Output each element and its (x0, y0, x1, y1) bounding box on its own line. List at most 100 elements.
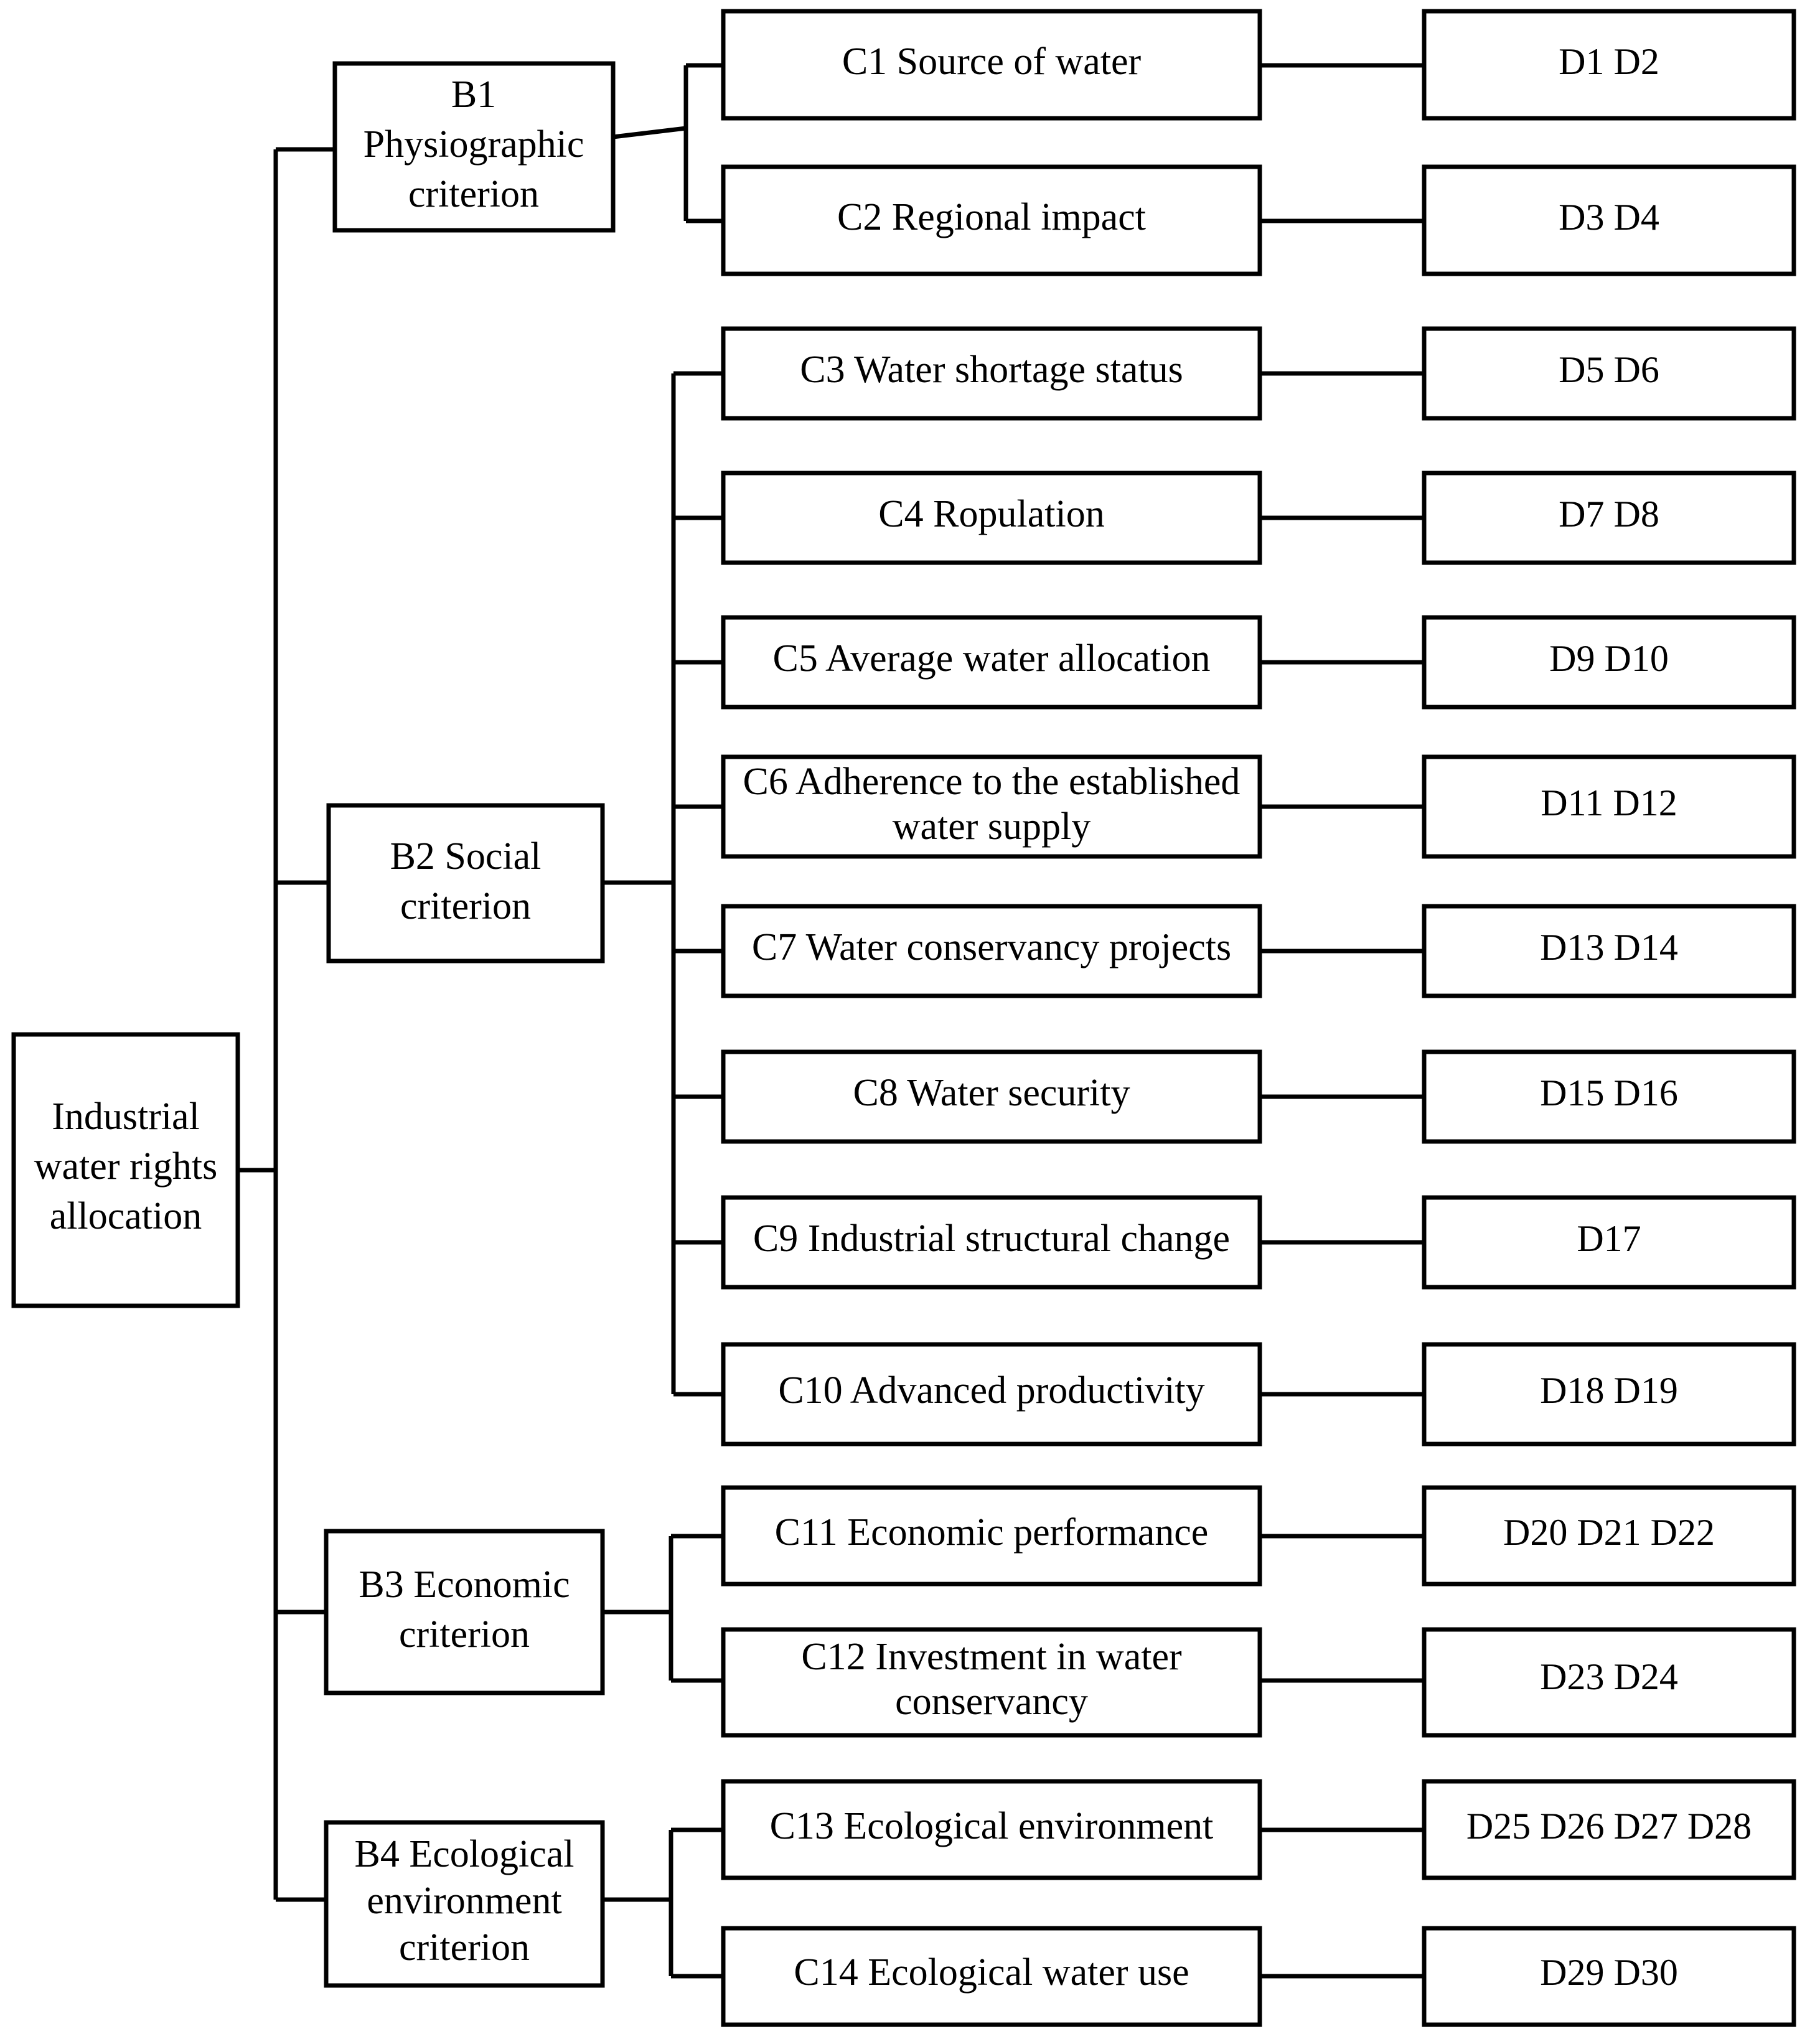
node-subcriterion-c9[interactable]: C9 Industrial structural change (721, 1195, 1262, 1290)
c9-label: C9 Industrial structural change (753, 1217, 1230, 1260)
d12-box (1422, 1627, 1796, 1738)
d1-box (1422, 9, 1796, 121)
d4-label: D7 D8 (1559, 494, 1659, 535)
b3-label-line1: B3 Economic (359, 1563, 570, 1606)
node-goal-root[interactable]: Industrial water rights allocation (11, 1032, 240, 1308)
connector-layer (238, 63, 1424, 1979)
node-indicator-d5[interactable]: D9 D10 (1422, 615, 1796, 710)
node-indicator-d3[interactable]: D5 D6 (1422, 326, 1796, 421)
c9-box (721, 1195, 1262, 1290)
d10-label: D18 D19 (1540, 1370, 1678, 1411)
node-indicator-d12[interactable]: D23 D24 (1422, 1627, 1796, 1738)
c12-label-line1: C12 Investment in water (801, 1636, 1182, 1678)
d7-box (1422, 904, 1796, 998)
d2-box (1422, 164, 1796, 276)
c5-box (721, 615, 1262, 710)
b4-box (324, 1820, 605, 1988)
node-subcriterion-c2[interactable]: C2 Regional impact (721, 164, 1262, 276)
node-subcriterion-c10[interactable]: C10 Advanced productivity (721, 1342, 1262, 1446)
c12-box (721, 1627, 1262, 1738)
d10-box (1422, 1342, 1796, 1446)
root-label-line1: Industrial (52, 1095, 200, 1138)
node-subcriterion-c8[interactable]: C8 Water security (721, 1049, 1262, 1144)
d9-box (1422, 1195, 1796, 1290)
node-indicator-d10[interactable]: D18 D19 (1422, 1342, 1796, 1446)
node-subcriterion-c7[interactable]: C7 Water conservancy projects (721, 904, 1262, 998)
c8-label: C8 Water security (853, 1072, 1130, 1114)
connector-b1-bus (612, 126, 687, 139)
d12-label: D23 D24 (1540, 1656, 1678, 1697)
c1-label: C1 Source of water (842, 40, 1142, 83)
c13-box (721, 1779, 1262, 1880)
b1-label-line2: Physiographic (364, 123, 584, 166)
node-criterion-b1[interactable]: B1 Physiographic criterion (332, 61, 616, 233)
node-subcriterion-c5[interactable]: C5 Average water allocation (721, 615, 1262, 710)
node-criterion-b2[interactable]: B2 Social criterion (326, 803, 605, 963)
d11-label: D20 D21 D22 (1503, 1512, 1715, 1553)
c7-label: C7 Water conservancy projects (752, 926, 1231, 968)
d11-box (1422, 1485, 1796, 1587)
root-box (11, 1032, 240, 1308)
b2-box (326, 803, 605, 963)
node-indicator-d2[interactable]: D3 D4 (1422, 164, 1796, 276)
d1-label: D1 D2 (1559, 41, 1659, 82)
node-subcriterion-c1[interactable]: C1 Source of water (721, 9, 1262, 121)
b4-label-line2: environment (367, 1880, 561, 1922)
c7-box (721, 904, 1262, 998)
b4-label-line3: criterion (399, 1926, 530, 1969)
d14-label: D29 D30 (1540, 1952, 1678, 1993)
d5-label: D9 D10 (1549, 638, 1669, 679)
node-indicator-d9[interactable]: D17 (1422, 1195, 1796, 1290)
b1-label-line3: criterion (408, 173, 539, 215)
node-subcriterion-c12[interactable]: C12 Investment in water conservancy (721, 1627, 1262, 1738)
c10-box (721, 1342, 1262, 1446)
node-indicator-d6[interactable]: D11 D12 (1422, 754, 1796, 859)
node-indicator-d8[interactable]: D15 D16 (1422, 1049, 1796, 1144)
c10-label: C10 Advanced productivity (778, 1369, 1204, 1412)
d8-label: D15 D16 (1540, 1072, 1678, 1113)
node-subcriterion-c3[interactable]: C3 Water shortage status (721, 326, 1262, 421)
c14-label: C14 Ecological water use (794, 1951, 1189, 1994)
c12-label-line2: conservancy (895, 1681, 1088, 1723)
node-criterion-b3[interactable]: B3 Economic criterion (324, 1529, 605, 1695)
d13-label: D25 D26 D27 D28 (1466, 1806, 1752, 1847)
d8-box (1422, 1049, 1796, 1144)
node-indicator-d14[interactable]: D29 D30 (1422, 1926, 1796, 2027)
c6-label-line1: C6 Adherence to the established (743, 761, 1241, 803)
b4-label-line1: B4 Ecological (355, 1833, 575, 1875)
node-subcriterion-c14[interactable]: C14 Ecological water use (721, 1926, 1262, 2027)
d3-box (1422, 326, 1796, 421)
c11-label: C11 Economic performance (775, 1511, 1209, 1554)
c11-box (721, 1485, 1262, 1587)
b3-box (324, 1529, 605, 1695)
node-criterion-b4[interactable]: B4 Ecological environment criterion (324, 1820, 605, 1988)
c4-label: C4 Ropulation (878, 493, 1104, 535)
c4-box (721, 471, 1262, 565)
d3-label: D5 D6 (1559, 349, 1659, 390)
c6-box (721, 754, 1262, 859)
node-subcriterion-c4[interactable]: C4 Ropulation (721, 471, 1262, 565)
b1-label-line1: B1 (451, 73, 496, 116)
node-indicator-d7[interactable]: D13 D14 (1422, 904, 1796, 998)
d5-box (1422, 615, 1796, 710)
b3-label-line2: criterion (399, 1613, 530, 1656)
node-subcriterion-c11[interactable]: C11 Economic performance (721, 1485, 1262, 1587)
node-subcriterion-c13[interactable]: C13 Ecological environment (721, 1779, 1262, 1880)
node-indicator-d11[interactable]: D20 D21 D22 (1422, 1485, 1796, 1587)
c2-box (721, 164, 1262, 276)
c8-box (721, 1049, 1262, 1144)
b1-box (332, 61, 616, 233)
node-indicator-d13[interactable]: D25 D26 D27 D28 (1422, 1779, 1796, 1880)
node-subcriterion-c6[interactable]: C6 Adherence to the established water su… (721, 754, 1262, 859)
d14-box (1422, 1926, 1796, 2027)
d6-box (1422, 754, 1796, 859)
root-label-line3: allocation (50, 1195, 202, 1237)
d7-label: D13 D14 (1540, 927, 1678, 968)
c1-box (721, 9, 1262, 121)
node-indicator-d4[interactable]: D7 D8 (1422, 471, 1796, 565)
d6-label: D11 D12 (1541, 782, 1677, 823)
c3-box (721, 326, 1262, 421)
node-indicator-d1[interactable]: D1 D2 (1422, 9, 1796, 121)
c14-box (721, 1926, 1262, 2027)
